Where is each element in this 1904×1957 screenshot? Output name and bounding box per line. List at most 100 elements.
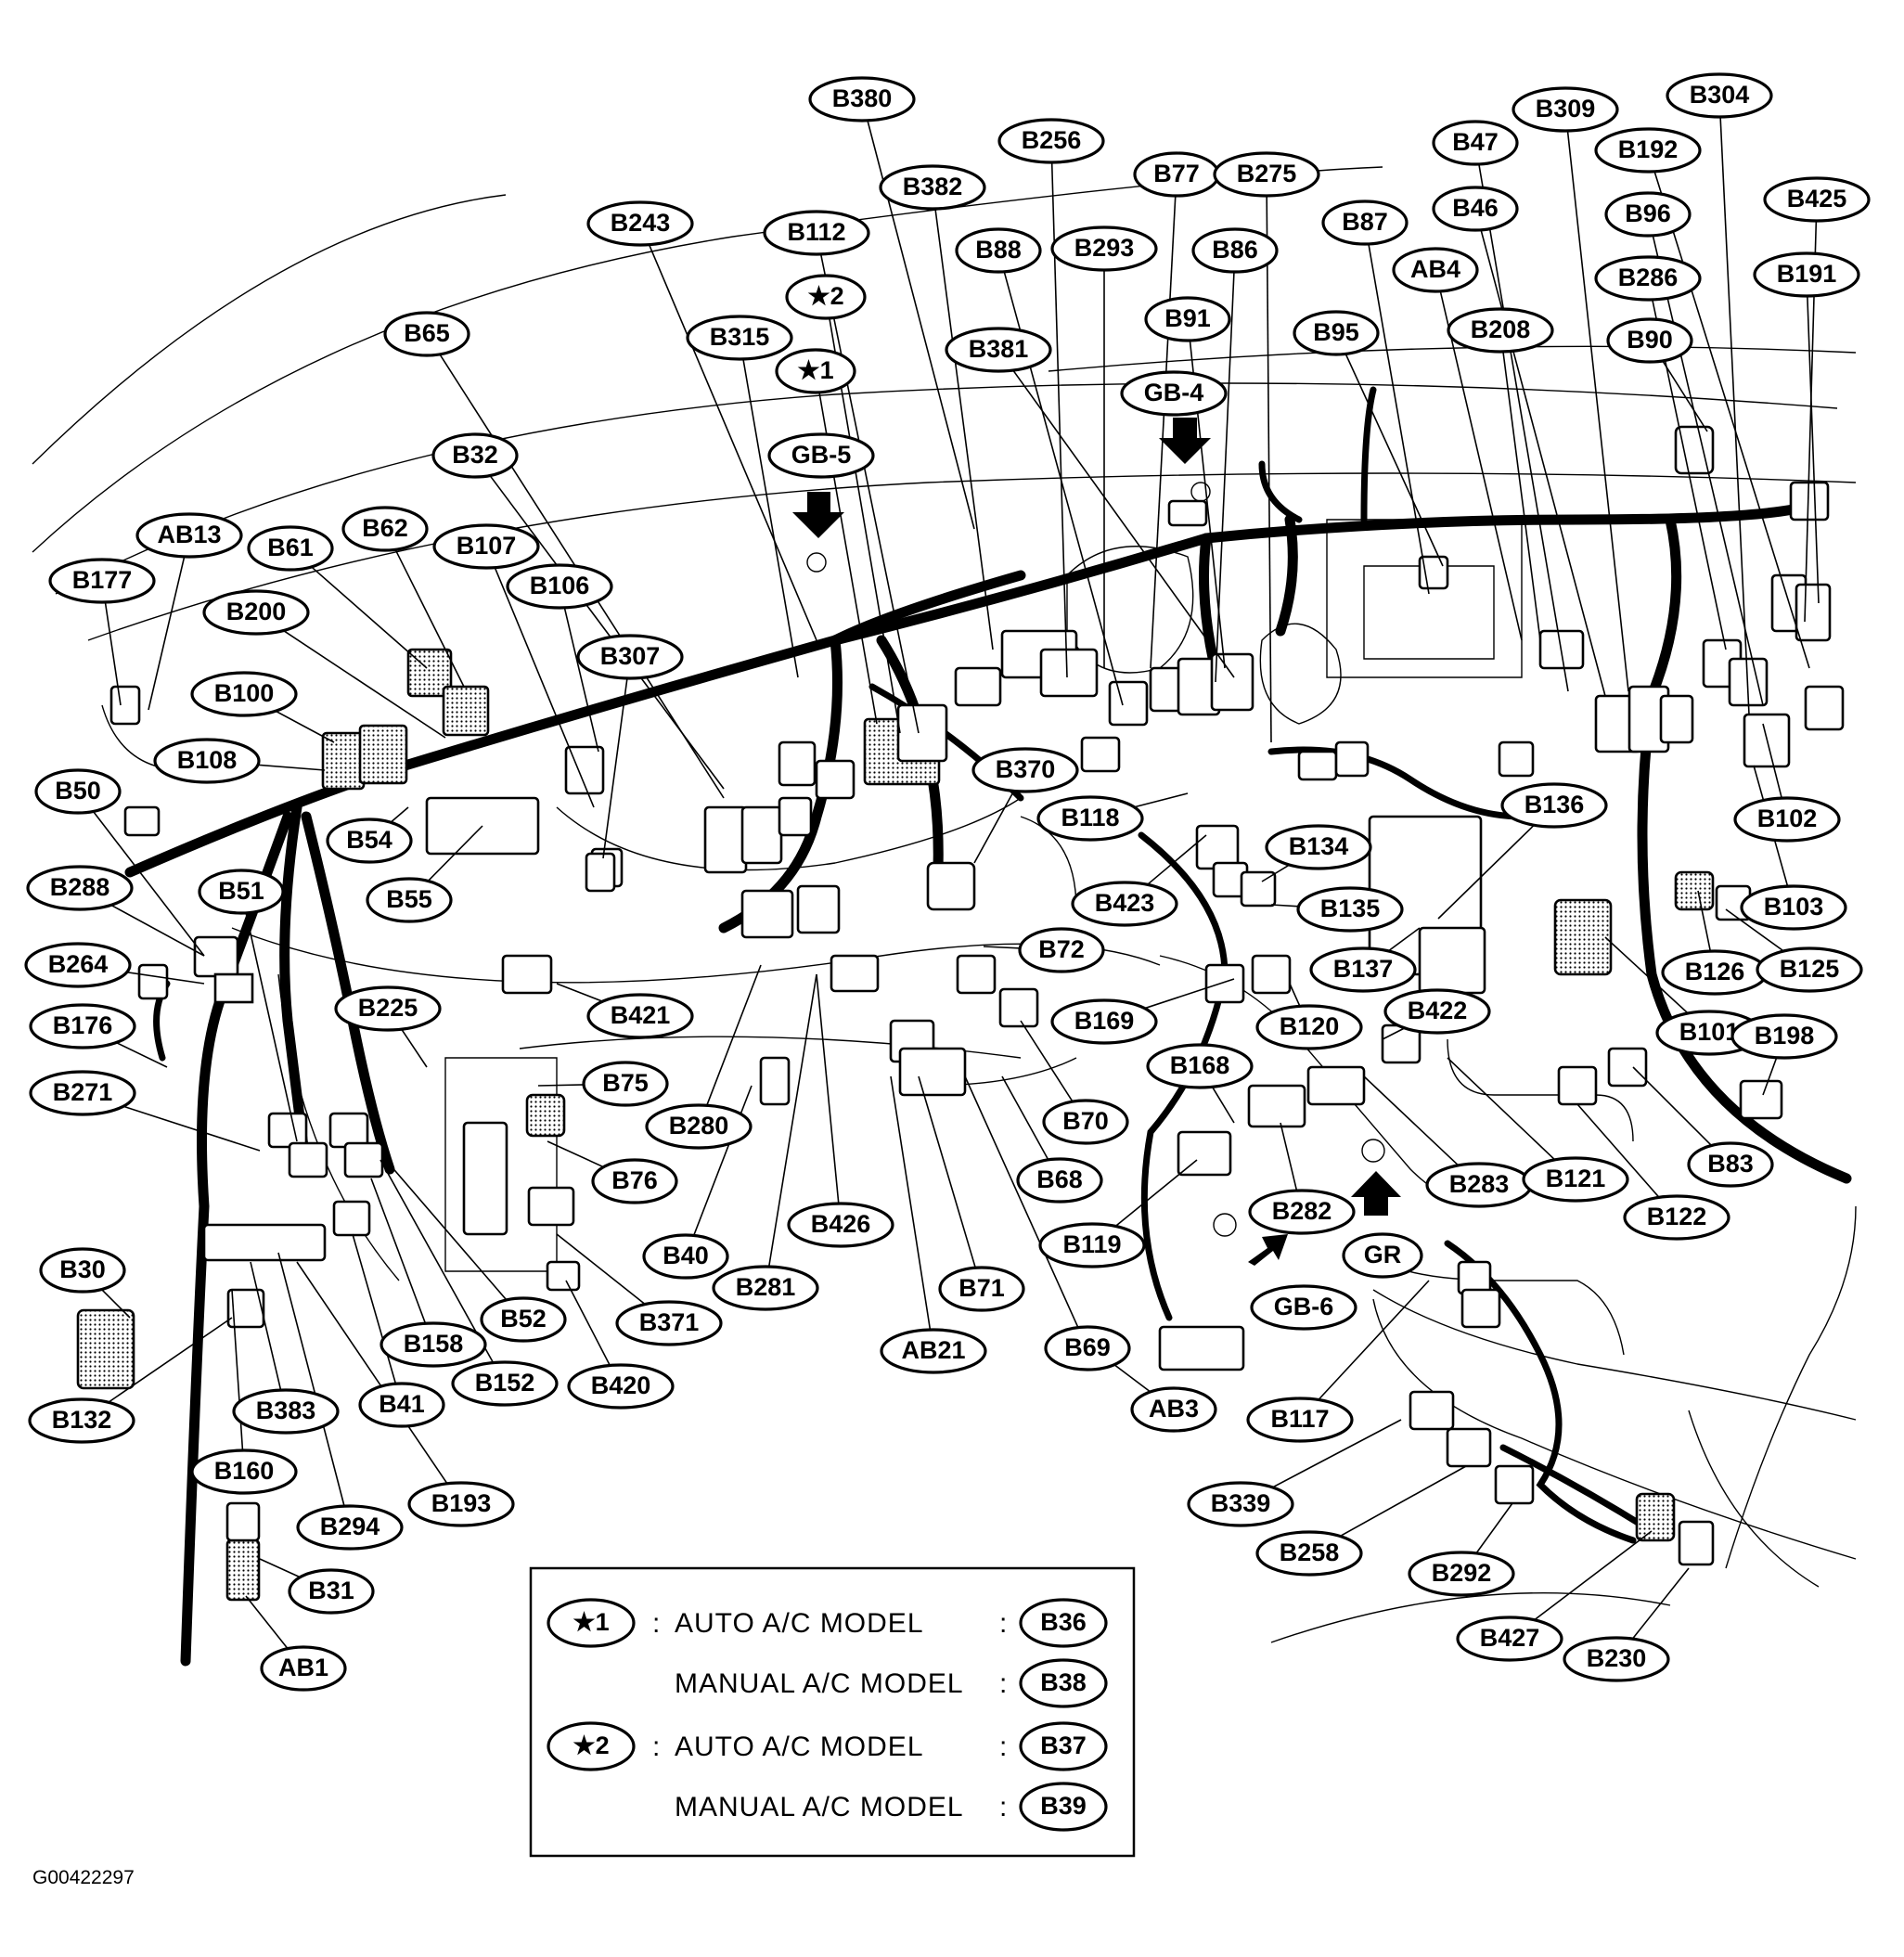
leader-line xyxy=(1258,1419,1402,1496)
connector-code: B102 xyxy=(1757,805,1818,832)
leader-line xyxy=(1437,819,1540,920)
connector-label: B86 xyxy=(1191,227,1279,274)
label-oval xyxy=(24,942,132,988)
leader-line xyxy=(819,253,920,734)
connector-label: GB-4 xyxy=(1120,370,1228,417)
connector-label: GR xyxy=(1342,1232,1423,1279)
connector-code: AB1 xyxy=(278,1654,328,1681)
connector-label: B421 xyxy=(586,993,694,1039)
connector-code: GB-5 xyxy=(791,441,852,469)
label-oval xyxy=(576,634,684,680)
connector-label: B193 xyxy=(407,1481,515,1527)
ground-points xyxy=(792,418,1401,1266)
connector-label: B286 xyxy=(1594,255,1702,302)
connector-label: B65 xyxy=(383,311,470,357)
leader-line xyxy=(1576,1103,1664,1203)
connector-label: B135 xyxy=(1296,886,1404,933)
connector-code: B91 xyxy=(1164,304,1211,332)
connector-label: B96 xyxy=(1604,191,1692,238)
connector-code: B158 xyxy=(404,1330,464,1358)
connector-label: B118 xyxy=(1036,795,1144,842)
connector-label: B288 xyxy=(26,865,134,911)
leader-line xyxy=(305,561,428,669)
label-oval xyxy=(366,877,453,923)
dashboard-outline xyxy=(32,166,1857,1643)
connector-code: B177 xyxy=(72,566,133,594)
connector-label: B422 xyxy=(1383,988,1491,1035)
legend-sep: : xyxy=(999,1668,1008,1699)
connector-code: GB-4 xyxy=(1144,379,1204,406)
connector-label: B125 xyxy=(1756,946,1863,993)
leader-line xyxy=(1632,1066,1717,1151)
leader-line xyxy=(273,624,446,739)
connector-label: B169 xyxy=(1050,998,1158,1045)
legend-model: MANUAL A/C MODEL xyxy=(675,1792,964,1822)
label-oval xyxy=(1447,307,1554,354)
connector-code: B68 xyxy=(1036,1165,1083,1193)
connector-label: B380 xyxy=(808,76,916,122)
connector-label: B200 xyxy=(202,589,310,636)
label-oval xyxy=(1120,370,1228,417)
legend-conn-oval xyxy=(1019,1658,1108,1708)
label-oval xyxy=(787,1202,894,1248)
connector-code: B193 xyxy=(431,1489,492,1517)
connector-code: B75 xyxy=(602,1069,649,1097)
label-oval xyxy=(1623,1194,1730,1241)
leader-line xyxy=(1480,229,1606,697)
connector-code: B380 xyxy=(832,84,893,112)
connector-label: ★2 xyxy=(785,274,867,320)
label-oval xyxy=(358,1382,445,1428)
connector-label: B137 xyxy=(1309,946,1417,993)
label-oval xyxy=(1456,1616,1563,1662)
leader-lines xyxy=(90,116,1820,1653)
connector-label: B88 xyxy=(955,227,1042,274)
leader-line xyxy=(352,1233,397,1385)
connector-label: B225 xyxy=(334,985,442,1032)
label-oval xyxy=(334,985,442,1032)
connector-code: B230 xyxy=(1587,1644,1647,1672)
leader-line xyxy=(1719,116,1750,715)
label-oval xyxy=(1050,225,1158,272)
leader-line xyxy=(96,1284,131,1319)
leader-line xyxy=(97,897,205,957)
label-oval xyxy=(1130,1386,1217,1433)
label-oval xyxy=(955,227,1042,274)
connector-label: B31 xyxy=(288,1568,375,1615)
arrow-gr xyxy=(1351,1171,1401,1216)
label-oval xyxy=(1309,946,1417,993)
leader-line xyxy=(1628,1567,1690,1643)
label-oval xyxy=(1246,1397,1354,1443)
legend-row: MANUAL A/C MODEL:B38 xyxy=(675,1658,1108,1708)
label-oval xyxy=(1191,227,1279,274)
connector-label: B117 xyxy=(1246,1397,1354,1443)
connector-label: B95 xyxy=(1293,310,1380,356)
leader-line xyxy=(1447,1057,1561,1165)
connector-label: B256 xyxy=(997,118,1105,164)
figure-id: G00422297 xyxy=(32,1867,135,1888)
connector-code: B421 xyxy=(611,1001,671,1029)
connector-code: B208 xyxy=(1471,315,1531,343)
label-oval xyxy=(879,164,986,211)
connector-code: B420 xyxy=(591,1371,651,1399)
label-oval xyxy=(1248,1189,1356,1235)
leader-line xyxy=(767,973,817,1268)
connector-code: B426 xyxy=(811,1210,871,1238)
label-oval xyxy=(1563,1636,1670,1682)
connector-label: B47 xyxy=(1432,120,1519,166)
connector-code: B51 xyxy=(218,877,264,905)
leader-line xyxy=(1652,235,1764,706)
leader-line xyxy=(399,1025,428,1068)
label-oval xyxy=(26,865,134,911)
connector-label: ★1 xyxy=(775,348,856,394)
connector-label: B32 xyxy=(431,432,519,479)
connector-code: B136 xyxy=(1524,791,1585,818)
label-oval xyxy=(567,1363,675,1410)
connector-code: B87 xyxy=(1342,208,1388,236)
connector-label: B72 xyxy=(1018,927,1105,973)
connector-label: B70 xyxy=(1042,1099,1129,1145)
connector-label: B102 xyxy=(1733,796,1841,843)
connector-label: B55 xyxy=(366,877,453,923)
connector-code: B41 xyxy=(379,1390,425,1418)
connector-label: B423 xyxy=(1071,881,1178,927)
connector-label: B40 xyxy=(642,1233,729,1280)
